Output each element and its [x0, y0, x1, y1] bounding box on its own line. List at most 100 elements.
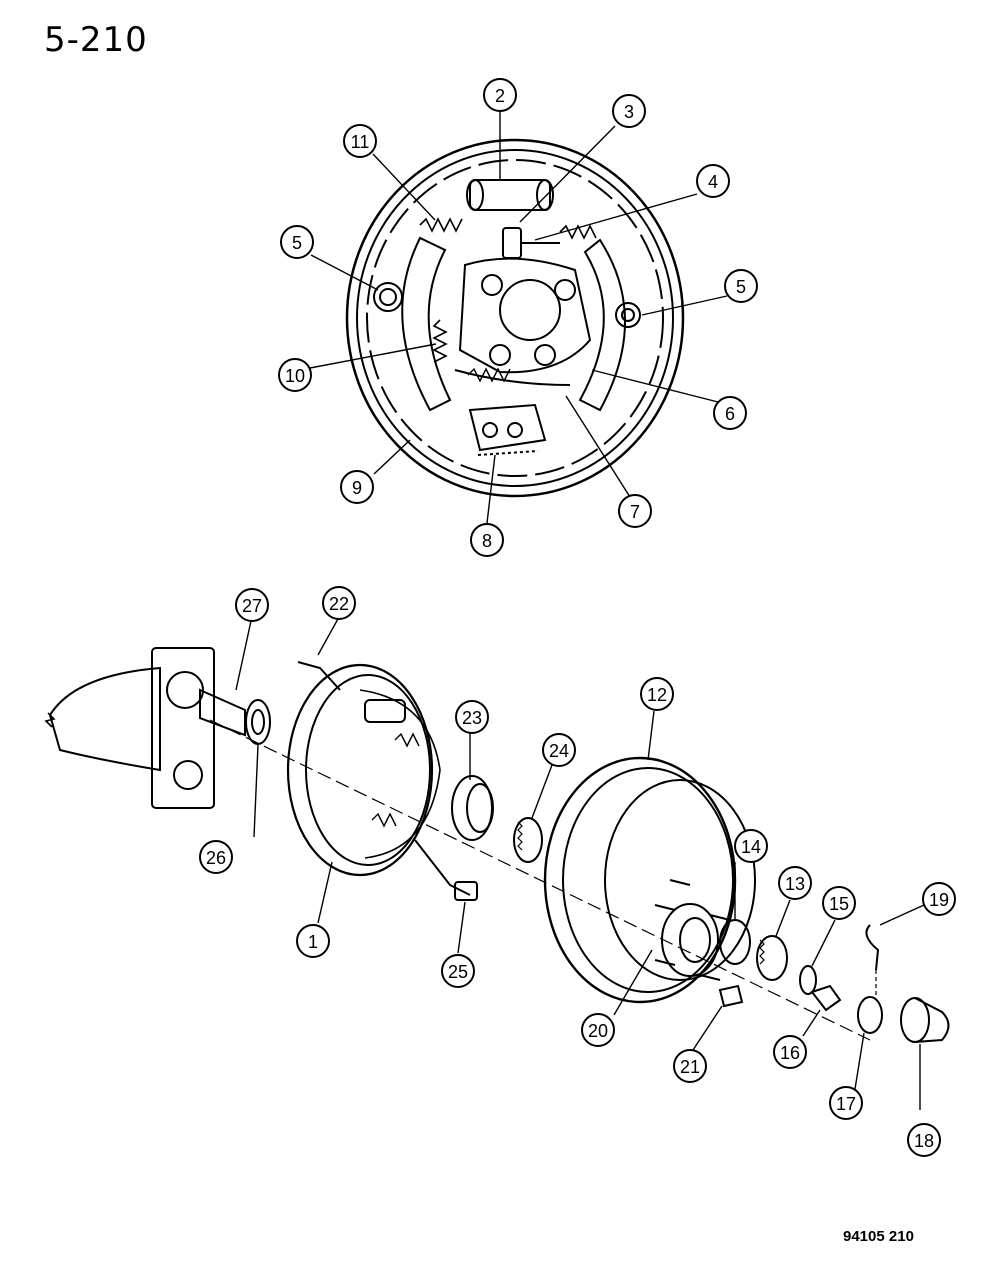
- callout-number: 17: [836, 1094, 856, 1114]
- outer-bearing-cup: [719, 919, 751, 965]
- axis-line: [209, 719, 871, 1041]
- callout-circle: [483, 78, 517, 112]
- callout-26: 26: [199, 840, 233, 874]
- callout-number: 2: [495, 86, 505, 106]
- callout-circle: [640, 677, 674, 711]
- callout-3: 3: [612, 94, 646, 128]
- callout-number: 21: [680, 1057, 700, 1077]
- callout-circle: [340, 470, 374, 504]
- callout-circle: [673, 1049, 707, 1083]
- callout-circle: [822, 886, 856, 920]
- callout-circle: [713, 396, 747, 430]
- axle-housing: [44, 647, 246, 809]
- callout-circle: [734, 829, 768, 863]
- callout-number: 18: [914, 1131, 934, 1151]
- callout-number: 19: [929, 890, 949, 910]
- callout-21: 21: [673, 1049, 707, 1083]
- callout-number: 20: [588, 1021, 608, 1041]
- callout-number: 11: [351, 132, 370, 152]
- callout-27: 27: [235, 588, 269, 622]
- callout-number: 5: [736, 277, 746, 297]
- callout-number: 5: [292, 233, 302, 253]
- callout-number: 25: [448, 962, 468, 982]
- callout-number: 12: [647, 685, 667, 705]
- callout-circle: [724, 269, 758, 303]
- callout-number: 6: [725, 404, 735, 424]
- callout-number: 14: [741, 837, 761, 857]
- callout-6: 6: [713, 396, 747, 430]
- cotter-pin: [865, 924, 880, 971]
- callout-circle: [199, 840, 233, 874]
- callout-circle: [778, 866, 812, 900]
- callout-4: 4: [696, 164, 730, 198]
- callout-25: 25: [441, 954, 475, 988]
- bleeder-screw: [297, 661, 341, 691]
- callout-13: 13: [778, 866, 812, 900]
- callout-24: 24: [542, 733, 576, 767]
- callout-circle: [542, 733, 576, 767]
- callout-number: 24: [549, 741, 569, 761]
- callout-19: 19: [922, 882, 956, 916]
- callout-10: 10: [278, 358, 312, 392]
- callout-labels: 1234556789101112131415161718192021222324…: [199, 78, 956, 1157]
- callout-number: 1: [308, 932, 318, 952]
- callout-circle: [455, 700, 489, 734]
- wheel-nut: [718, 984, 744, 1008]
- callout-number: 9: [352, 478, 362, 498]
- callout-circle: [441, 954, 475, 988]
- dust-cap: [900, 997, 930, 1043]
- callout-number: 23: [462, 708, 482, 728]
- callout-22: 22: [322, 586, 356, 620]
- callout-circle: [907, 1123, 941, 1157]
- callout-number: 7: [630, 502, 640, 522]
- callout-number: 15: [829, 894, 849, 914]
- callout-number: 4: [708, 172, 718, 192]
- outer-bearing: [756, 935, 788, 981]
- callout-17: 17: [829, 1086, 863, 1120]
- callout-circle: [773, 1035, 807, 1069]
- seal: [245, 699, 271, 745]
- callout-circle: [235, 588, 269, 622]
- brake-drum: [543, 756, 756, 1004]
- washer: [799, 965, 817, 995]
- callout-number: 10: [285, 366, 305, 386]
- callout-16: 16: [773, 1035, 807, 1069]
- callout-number: 22: [329, 594, 349, 614]
- callout-12: 12: [640, 677, 674, 711]
- callout-circle: [696, 164, 730, 198]
- callout-circle: [280, 225, 314, 259]
- callout-number: 26: [206, 848, 226, 868]
- inner-bearing: [513, 817, 543, 863]
- backing-plate-exploded: [286, 663, 441, 877]
- callout-8: 8: [470, 523, 504, 557]
- callout-circle: [470, 523, 504, 557]
- callout-circle: [343, 124, 377, 158]
- callout-circle: [922, 882, 956, 916]
- callout-number: 13: [785, 874, 805, 894]
- callout-1: 1: [296, 924, 330, 958]
- callout-circle: [278, 358, 312, 392]
- callout-circle: [612, 94, 646, 128]
- callout-20: 20: [581, 1013, 615, 1047]
- callout-15: 15: [822, 886, 856, 920]
- callout-number: 27: [242, 596, 262, 616]
- callout-11: 11: [343, 124, 377, 158]
- leader-lines-bottom: [235, 616, 925, 1110]
- callout-number: 16: [780, 1043, 800, 1063]
- callout-circle: [618, 494, 652, 528]
- figure-code: 94105 210: [843, 1228, 914, 1245]
- page-number: 5-210: [44, 20, 148, 60]
- callout-circle: [829, 1086, 863, 1120]
- callout-circle: [581, 1013, 615, 1047]
- callout-circle: [296, 924, 330, 958]
- bolt: [414, 839, 471, 896]
- callout-7: 7: [618, 494, 652, 528]
- callout-18: 18: [907, 1123, 941, 1157]
- callout-circle: [322, 586, 356, 620]
- backing-plate-assembly: [345, 138, 685, 498]
- callout-9: 9: [340, 470, 374, 504]
- callout-5: 5: [280, 225, 314, 259]
- leader-lines-top: [309, 111, 728, 524]
- callout-5: 5: [724, 269, 758, 303]
